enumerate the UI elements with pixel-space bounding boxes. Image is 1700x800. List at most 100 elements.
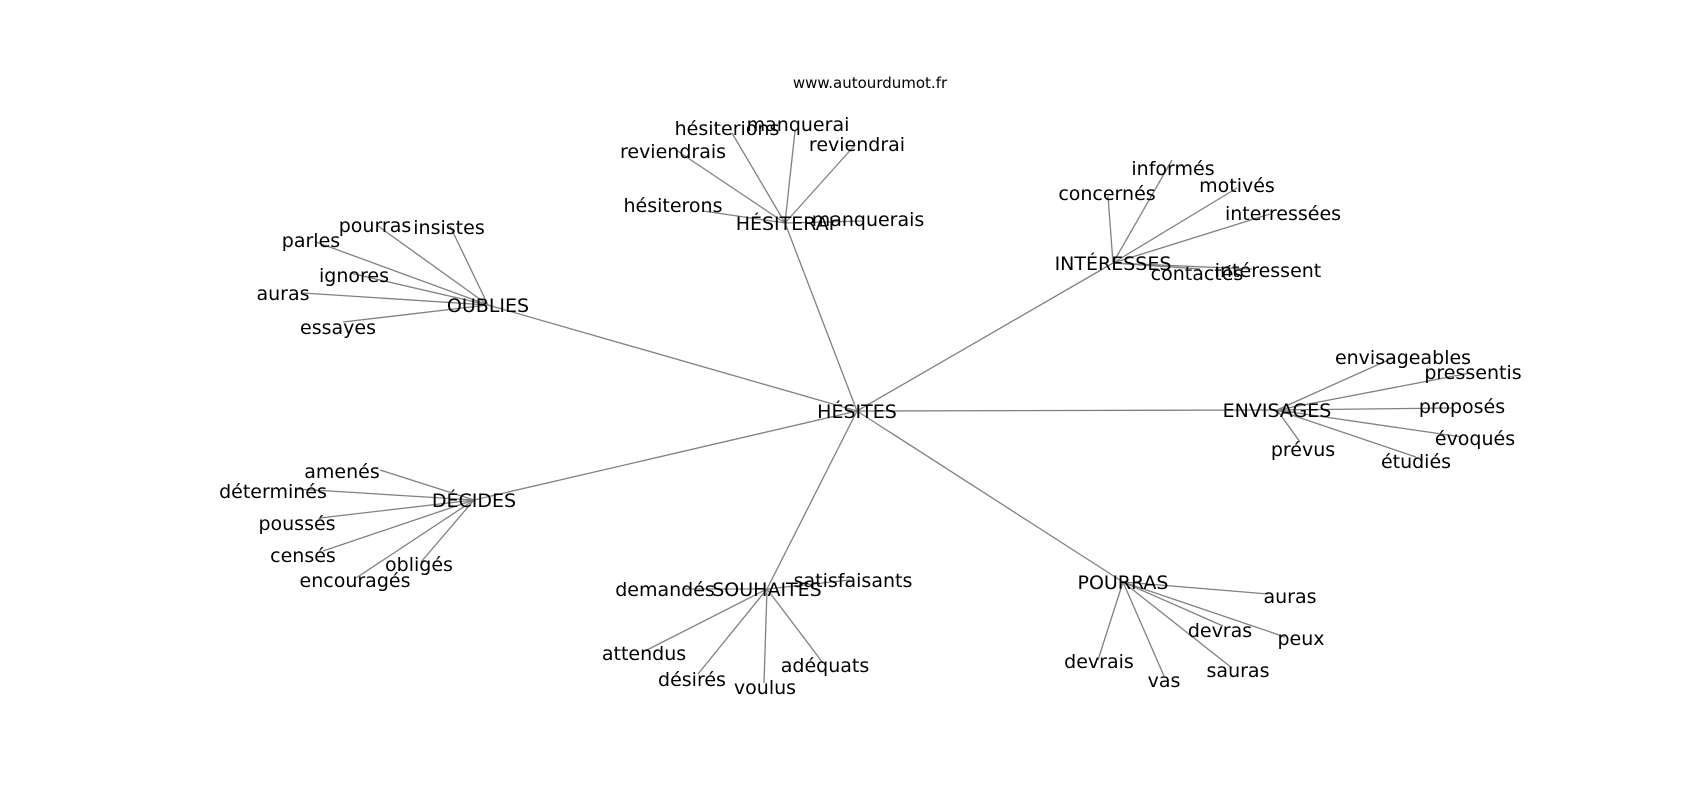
center-word-label[interactable]: HÉSITES [817, 400, 897, 423]
hub-word-decides[interactable]: DÉCIDES [432, 489, 516, 512]
edge-oublies-essayes [342, 304, 489, 323]
leaf-word-concernes[interactable]: concernés [1058, 183, 1155, 205]
edge-center-souhaites [766, 410, 858, 590]
leaf-word-parles[interactable]: parles [282, 230, 340, 252]
edge-decides-determines [296, 488, 475, 501]
edge-interesses-interressees [1112, 213, 1271, 264]
leaf-word-manquerai[interactable]: manquerai [747, 114, 850, 136]
edge-decides-pousses [319, 499, 475, 519]
leaf-word-etudies[interactable]: étudiés [1381, 451, 1451, 473]
edge-hesiterai-manquerais [784, 220, 865, 224]
edge-envisages-etudies [1276, 409, 1417, 458]
leaf-word-attendus[interactable]: attendus [602, 643, 686, 665]
edge-pourras-peux [1122, 581, 1286, 638]
edge-center-pourras [856, 410, 1124, 583]
leaf-word-adequats[interactable]: adéquats [781, 655, 870, 677]
edge-pourras-devrais [1097, 581, 1124, 661]
hub-word-envisages[interactable]: ENVISAGES [1223, 400, 1332, 422]
leaf-word-demandes[interactable]: demandés [615, 579, 715, 601]
leaf-word-satisfaisants[interactable]: satisfaisants [794, 570, 913, 592]
leaf-word-encourages[interactable]: encouragés [300, 570, 411, 592]
edge-decides-amenes [379, 469, 475, 501]
edge-envisages-pressentis [1276, 372, 1471, 411]
edge-oublies-parles [315, 241, 489, 306]
edge-pourras-sauras [1122, 581, 1233, 669]
leaf-word-interressees[interactable]: interressées [1225, 203, 1341, 225]
edge-souhaites-satisfaisants [766, 579, 851, 590]
leaf-word-auras[interactable]: auras [1263, 586, 1316, 608]
leaf-word-peux[interactable]: peux [1277, 628, 1324, 650]
edge-oublies-ignores [349, 272, 489, 306]
edge-interesses-concernes [1107, 195, 1114, 264]
leaf-word-manquerais[interactable]: manquerais [812, 209, 925, 231]
leaf-word-vas[interactable]: vas [1148, 670, 1181, 692]
edge-souhaites-voulus [763, 588, 768, 684]
leaf-word-interessent[interactable]: intéressent [1215, 260, 1322, 282]
edge-decides-censes [322, 499, 475, 552]
leaf-word-devrais[interactable]: devrais [1064, 651, 1134, 673]
leaf-word-ignores[interactable]: ignores [319, 265, 389, 287]
edge-oublies-insistes [449, 225, 489, 306]
leaf-word-motives[interactable]: motivés [1199, 175, 1275, 197]
leaf-word-voulus[interactable]: voulus [734, 677, 796, 699]
hub-word-pourras[interactable]: POURRAS [1077, 572, 1168, 594]
edge-center-decides [473, 410, 858, 501]
leaf-word-auras[interactable]: auras [256, 283, 309, 305]
edge-envisages-prevus [1276, 409, 1301, 443]
leaf-word-pousses[interactable]: poussés [258, 513, 335, 535]
hub-word-interesses[interactable]: INTÉRESSES [1055, 252, 1172, 275]
edge-interesses-interessent [1112, 262, 1253, 270]
leaf-word-reviendrais[interactable]: reviendrais [620, 141, 726, 163]
edge-envisages-proposes [1276, 407, 1453, 411]
edge-pourras-devras [1122, 581, 1224, 627]
edge-hesiterai-hesiterions [731, 132, 786, 224]
leaf-word-devras[interactable]: devras [1188, 620, 1252, 642]
hub-word-souhaites[interactable]: SOUHAITES [712, 579, 821, 601]
edge-pourras-auras [1122, 581, 1269, 595]
edge-oublies-auras [302, 292, 489, 306]
edge-interesses-informes [1112, 159, 1173, 264]
word-labels: HÉSITESHÉSITERAIhésiterionsmanquerairevi… [219, 114, 1522, 699]
edge-hesiterai-reviendrais [675, 149, 786, 224]
edge-center-hesiterai [784, 222, 858, 412]
leaf-word-desires[interactable]: désirés [658, 669, 726, 691]
edge-hesiterai-hesiterons [702, 210, 786, 224]
hub-word-hesiterai[interactable]: HÉSITERAI [736, 212, 835, 235]
edge-pourras-vas [1122, 581, 1165, 677]
leaf-word-amenes[interactable]: amenés [304, 461, 379, 483]
edge-center-envisages [856, 409, 1278, 412]
edge-hesiterai-manquerai [784, 130, 796, 224]
edge-interesses-motives [1112, 187, 1238, 264]
edges [296, 130, 1471, 684]
leaf-word-determines[interactable]: déterminés [219, 481, 327, 503]
leaf-word-pourras[interactable]: pourras [339, 215, 412, 237]
edge-center-oublies [487, 304, 858, 412]
leaf-word-obliges[interactable]: obligés [385, 554, 453, 576]
leaf-word-reviendrai[interactable]: reviendrai [809, 134, 905, 156]
edge-souhaites-adequats [766, 588, 824, 664]
edge-hesiterai-reviendrai [784, 144, 856, 224]
leaf-word-essayes[interactable]: essayes [300, 317, 376, 339]
hub-word-oublies[interactable]: OUBLIES [447, 295, 529, 317]
edge-envisages-envisageables [1276, 356, 1396, 411]
leaf-word-contactes[interactable]: contactés [1151, 263, 1244, 285]
edge-decides-encourages [355, 499, 475, 579]
leaf-word-prevus[interactable]: prévus [1271, 439, 1335, 461]
leaf-word-proposes[interactable]: proposés [1419, 396, 1505, 418]
edge-envisages-evoques [1276, 409, 1463, 438]
leaf-word-hesiterons[interactable]: hésiterons [623, 195, 722, 217]
leaf-word-evoques[interactable]: évoqués [1435, 428, 1515, 450]
edge-oublies-pourras [377, 225, 489, 306]
edge-center-interesses [856, 262, 1114, 412]
leaf-word-insistes[interactable]: insistes [413, 217, 484, 239]
leaf-word-informes[interactable]: informés [1131, 158, 1214, 180]
source-label: www.autourdumot.fr [793, 74, 948, 92]
leaf-word-hesiterions[interactable]: hésiterions [675, 118, 780, 140]
edge-decides-obliges [420, 499, 475, 563]
leaf-word-sauras[interactable]: sauras [1207, 660, 1270, 682]
leaf-word-censes[interactable]: censés [270, 545, 336, 567]
edge-souhaites-desires [697, 588, 768, 675]
leaf-word-envisageables[interactable]: envisageables [1335, 347, 1471, 369]
leaf-word-pressentis[interactable]: pressentis [1424, 362, 1521, 384]
